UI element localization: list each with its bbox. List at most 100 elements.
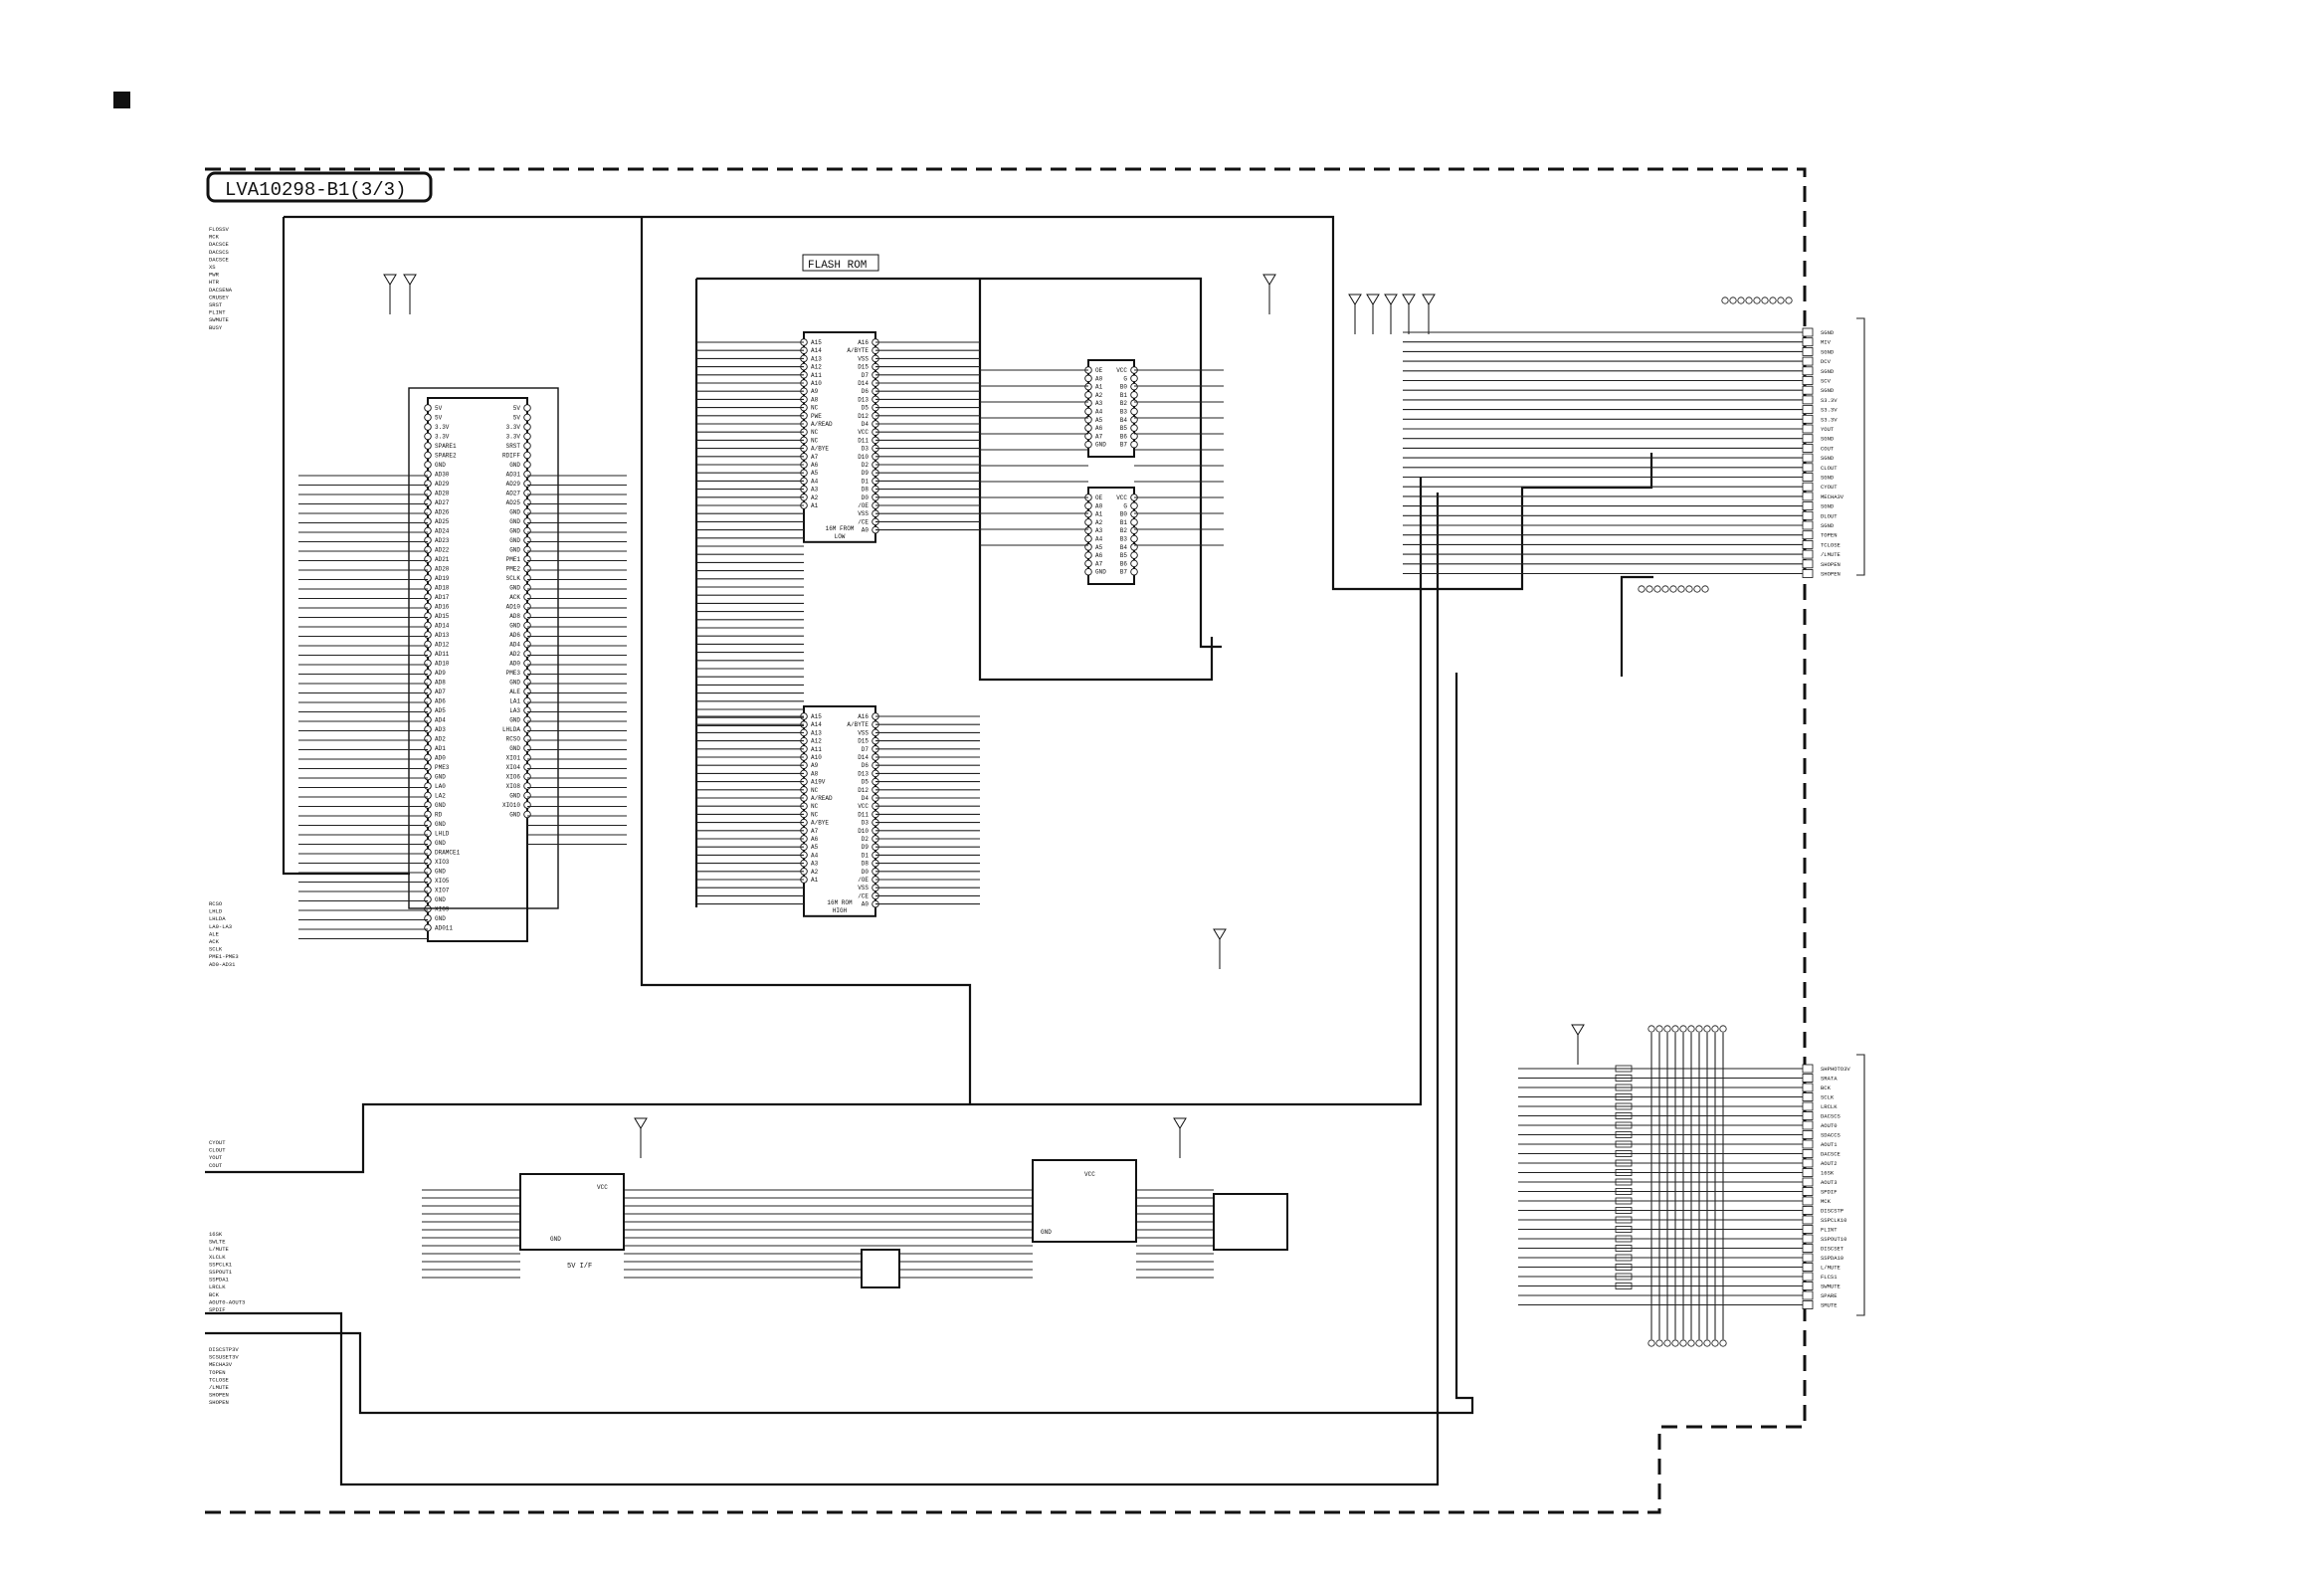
ic-flash-rom-low-pin-label: A5 bbox=[811, 470, 819, 477]
ic-eeprom bbox=[1213, 1193, 1288, 1251]
left-bus-signal: 16SK bbox=[209, 1231, 223, 1238]
ic-main-connector-pin-label: AD25 bbox=[506, 499, 521, 506]
ic-main-connector-pin bbox=[424, 423, 432, 431]
ic-bus-buffer-b-pin bbox=[1084, 526, 1092, 534]
ic-main-connector-pin bbox=[523, 678, 531, 687]
ic-main-connector-pin bbox=[424, 801, 432, 809]
ic-bus-buffer-a-pin bbox=[1084, 391, 1092, 399]
connector-top-signal: CLOUT bbox=[1821, 465, 1838, 472]
ic-bus-buffer-a-pin-label: B2 bbox=[1120, 400, 1128, 407]
ic-main-connector-pin-label: XIO3 bbox=[435, 859, 450, 866]
ic-main-connector-pin bbox=[424, 715, 432, 724]
ic-bus-buffer-a-pin bbox=[1084, 382, 1092, 391]
ic-bus-buffer-b-pin bbox=[1130, 534, 1138, 543]
ic-flash-rom-high-pin-label: D6 bbox=[862, 762, 870, 769]
board-outline bbox=[205, 167, 1807, 1514]
left-bus-signal: CYOUT bbox=[209, 1139, 226, 1146]
ic-main-connector-pin-label: RD bbox=[435, 812, 443, 819]
terminal bbox=[1695, 1025, 1703, 1033]
connector-bottom-signal: 16SK bbox=[1821, 1170, 1835, 1177]
ic-bus-buffer-a-pin-label: A3 bbox=[1095, 400, 1103, 407]
ic-main-connector-pin-label: AD29 bbox=[506, 481, 521, 488]
ic-main-connector-pin bbox=[523, 423, 531, 431]
ic-flash-rom-high-pin-label: A/READ bbox=[811, 795, 833, 802]
connector-top-signal: SGND bbox=[1821, 436, 1835, 443]
ic-flash-rom-high-pin-label: A19V bbox=[811, 779, 826, 786]
left-bus-signal: SPDIF bbox=[209, 1306, 226, 1313]
power-symbol bbox=[403, 274, 417, 286]
ic-bus-buffer-b-pin bbox=[1084, 534, 1092, 543]
ic-5v-interface bbox=[519, 1173, 625, 1251]
terminal bbox=[1687, 1339, 1695, 1347]
ic-bus-buffer-a-pin-label: G bbox=[1123, 375, 1127, 382]
left-bus-signal: BCK bbox=[209, 1291, 220, 1298]
ic-bus-buffer-a-pin-label: B1 bbox=[1120, 392, 1128, 399]
connector-bottom-signal: SSPDA10 bbox=[1821, 1255, 1843, 1262]
ic-flash-rom-high-part: 16M ROM bbox=[827, 899, 853, 906]
terminal bbox=[1753, 296, 1761, 304]
left-bus-signal: YOUT bbox=[209, 1154, 223, 1161]
left-bus-signal: SSPCLK1 bbox=[209, 1261, 233, 1268]
ic-main-connector-pin bbox=[523, 507, 531, 516]
terminal bbox=[1677, 585, 1685, 593]
ic-bus-buffer-b-pin-label: B5 bbox=[1120, 552, 1128, 559]
left-bus-signal: RCSO bbox=[209, 900, 223, 907]
left-bus-signal: PME1-PME3 bbox=[209, 953, 239, 960]
ic-main-connector-pin bbox=[424, 791, 432, 800]
terminal bbox=[1669, 585, 1677, 593]
left-bus-signal: SSPDA1 bbox=[209, 1277, 230, 1284]
ic-main-connector-pin-label: 3.3V bbox=[435, 434, 450, 441]
ic-main-connector-pin-label: AD10 bbox=[506, 604, 521, 611]
connector-top-signal: SGND bbox=[1821, 503, 1835, 510]
ic-main-connector-pin-label: AD15 bbox=[435, 613, 450, 620]
ic-main-connector-pin bbox=[523, 489, 531, 497]
ic-bus-buffer-a-pin bbox=[1130, 440, 1138, 449]
connector-bottom-bracket bbox=[1856, 1054, 1865, 1316]
connector-top-pin bbox=[1802, 346, 1814, 356]
ic-flash-rom-low-pin-label: A15 bbox=[811, 339, 822, 346]
ic-bus-buffer-b-pin bbox=[1130, 501, 1138, 510]
ic-main-connector-pin-label: XIO5 bbox=[435, 878, 450, 885]
connector-top-signal: YOUT bbox=[1821, 426, 1835, 433]
ic-main-connector-pin-label: SRST bbox=[506, 443, 521, 450]
ic-flash-rom-high-pin-label: D11 bbox=[858, 811, 869, 818]
ic-main-connector-pin-label: GND bbox=[435, 462, 446, 469]
connector-top-pin bbox=[1802, 492, 1814, 501]
ic-flash-rom-low-pin-label: A9 bbox=[811, 388, 819, 395]
ic-main-connector-pin-label: 3.3V bbox=[435, 424, 450, 431]
ic-main-connector-pin bbox=[424, 858, 432, 866]
ic-flash-rom-low-pin-label: A/BYE bbox=[811, 446, 829, 453]
ic-5v-gnd: GND bbox=[550, 1236, 561, 1243]
connector-bottom-signal: DACSCE bbox=[1821, 1151, 1841, 1158]
ic-flash-rom-low-pin-label: A10 bbox=[811, 380, 822, 387]
connector-bottom-signal: DISCSTP bbox=[1821, 1208, 1843, 1215]
ic-main-connector-pin bbox=[424, 744, 432, 752]
terminal bbox=[1655, 1025, 1663, 1033]
connector-top-pin bbox=[1802, 453, 1814, 463]
ic-main-connector-pin-label: SCLK bbox=[506, 575, 521, 582]
ic-bus-buffer-b-pin-label: A4 bbox=[1095, 536, 1103, 543]
ic-main-connector-pin-label: GND bbox=[509, 793, 520, 800]
terminal bbox=[1653, 585, 1661, 593]
left-bus-signal: RCK bbox=[209, 234, 220, 241]
connector-top-signal: COUT bbox=[1821, 445, 1835, 452]
connector-top-pin bbox=[1802, 463, 1814, 473]
connector-bottom-pin bbox=[1802, 1253, 1814, 1263]
ic-main-connector-pin bbox=[523, 631, 531, 639]
ic-main-connector-pin bbox=[424, 517, 432, 525]
ic-main-connector-pin-label: GND bbox=[435, 915, 446, 922]
ic-main-connector-pin bbox=[523, 734, 531, 743]
left-bus-signal: XS bbox=[209, 264, 216, 271]
terminal bbox=[1693, 585, 1701, 593]
ic-main-connector-pin-label: PME2 bbox=[506, 566, 521, 573]
ic-bus-buffer-b-pin bbox=[1130, 518, 1138, 526]
ic-flash-rom-high-pin-label: D1 bbox=[862, 852, 870, 859]
ic-main-connector-pin-label: AD31 bbox=[506, 472, 521, 479]
connector-top-signal: CYOUT bbox=[1821, 484, 1838, 491]
ic-flash-rom-high-pin-label: A12 bbox=[811, 738, 822, 745]
ic-bus-buffer-b-pin bbox=[1084, 551, 1092, 559]
left-bus-signal: TOPEN bbox=[209, 1369, 226, 1376]
left-bus-signal: DACSCS bbox=[209, 249, 230, 256]
left-bus-signal: AOUT0-AOUT3 bbox=[209, 1298, 245, 1305]
ic-main-connector-pin-label: SPARE1 bbox=[435, 443, 457, 450]
